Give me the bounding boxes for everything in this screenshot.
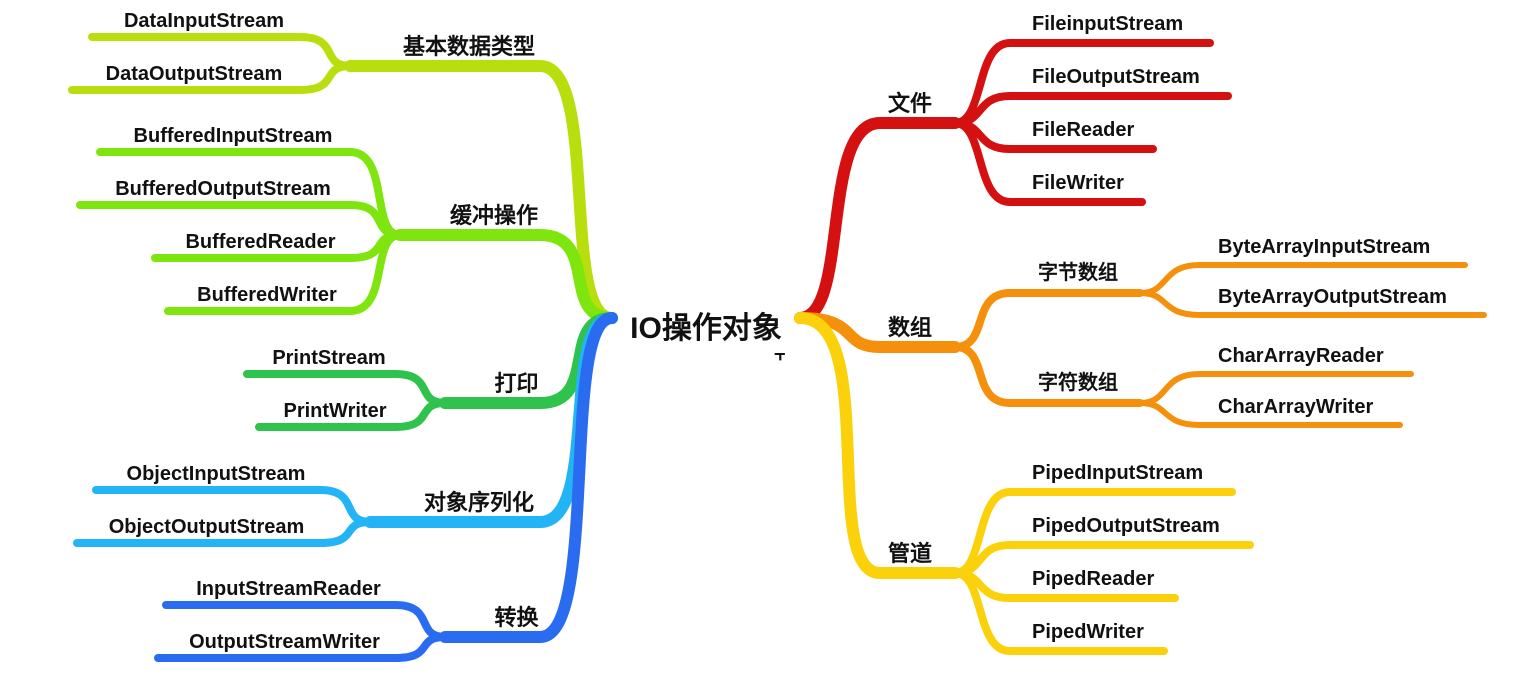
root-node[interactable]: IO操作对象: [630, 312, 782, 345]
node-datainputstream[interactable]: DataInputStream: [124, 10, 284, 32]
node-filewriter[interactable]: FileWriter: [1032, 172, 1124, 194]
edge-leaf-3-1: [73, 518, 374, 547]
edge-array-1-1: [1137, 400, 1403, 428]
branch-left-1[interactable]: 缓冲操作: [450, 203, 538, 228]
edge-pipe-3: [951, 569, 1168, 655]
node-printstream[interactable]: PrintStream: [272, 347, 385, 369]
node-chararrayreader[interactable]: CharArrayReader: [1218, 345, 1384, 367]
node-fileoutputstream[interactable]: FileOutputStream: [1032, 66, 1200, 88]
edge-array-sub-1: [951, 343, 1144, 407]
node-bytearrayinputstream[interactable]: ByteArrayInputStream: [1218, 236, 1430, 258]
branch-left-0[interactable]: 基本数据类型: [403, 34, 535, 59]
collapse-marker-icon[interactable]: ⫟: [775, 344, 786, 364]
node-pipedinputstream[interactable]: PipedInputStream: [1032, 462, 1203, 484]
edge-array-0-1: [1137, 290, 1487, 318]
node-bufferedinputstream[interactable]: BufferedInputStream: [134, 125, 333, 147]
node-bufferedoutputstream[interactable]: BufferedOutputStream: [115, 178, 331, 200]
node-pipedreader[interactable]: PipedReader: [1032, 568, 1154, 590]
branch-file[interactable]: 文件: [888, 91, 932, 116]
node-outputstreamwriter[interactable]: OutputStreamWriter: [189, 631, 380, 653]
branch-left-2[interactable]: 打印: [494, 371, 538, 396]
node-inputstreamreader[interactable]: InputStreamReader: [196, 578, 381, 600]
edge-array-sub-0: [951, 289, 1144, 351]
edge-leaf-4-1: [154, 633, 449, 662]
node-pipedwriter[interactable]: PipedWriter: [1032, 621, 1144, 643]
node-dataoutputstream[interactable]: DataOutputStream: [106, 63, 283, 85]
node-printwriter[interactable]: PrintWriter: [284, 400, 387, 422]
node-fileinputstream[interactable]: FileinputStream: [1032, 13, 1183, 35]
edge-leaf-0-0: [88, 33, 354, 70]
edge-leaf-0-1: [68, 62, 354, 94]
subbranch-array-0[interactable]: 字节数组: [1038, 260, 1118, 284]
branch-left-4[interactable]: 转换: [494, 605, 539, 630]
edge-root-0: [344, 60, 618, 324]
branch-array[interactable]: 数组: [888, 315, 932, 340]
branch-pipe[interactable]: 管道: [888, 541, 932, 566]
edges-layer: [68, 33, 1487, 662]
edge-root-file: [794, 117, 961, 324]
edge-leaf-2-0: [243, 370, 449, 407]
node-chararraywriter[interactable]: CharArrayWriter: [1218, 396, 1373, 418]
node-objectoutputstream[interactable]: ObjectOutputStream: [109, 516, 305, 538]
node-bufferedreader[interactable]: BufferedReader: [185, 231, 335, 253]
node-filereader[interactable]: FileReader: [1032, 119, 1134, 141]
edge-leaf-2-1: [255, 399, 449, 431]
node-objectinputstream[interactable]: ObjectInputStream: [127, 463, 306, 485]
node-bufferedwriter[interactable]: BufferedWriter: [197, 284, 337, 306]
edge-root-4: [439, 312, 618, 643]
edge-file-3: [951, 119, 1146, 206]
edge-root-1: [394, 229, 618, 324]
subbranch-array-1[interactable]: 字符数组: [1038, 370, 1118, 394]
branch-left-3[interactable]: 对象序列化: [424, 490, 534, 515]
node-bytearrayoutputstream[interactable]: ByteArrayOutputStream: [1218, 286, 1447, 308]
edge-root-pipe: [794, 312, 961, 579]
node-pipedoutputstream[interactable]: PipedOutputStream: [1032, 515, 1220, 537]
edge-leaf-1-3: [164, 231, 404, 315]
